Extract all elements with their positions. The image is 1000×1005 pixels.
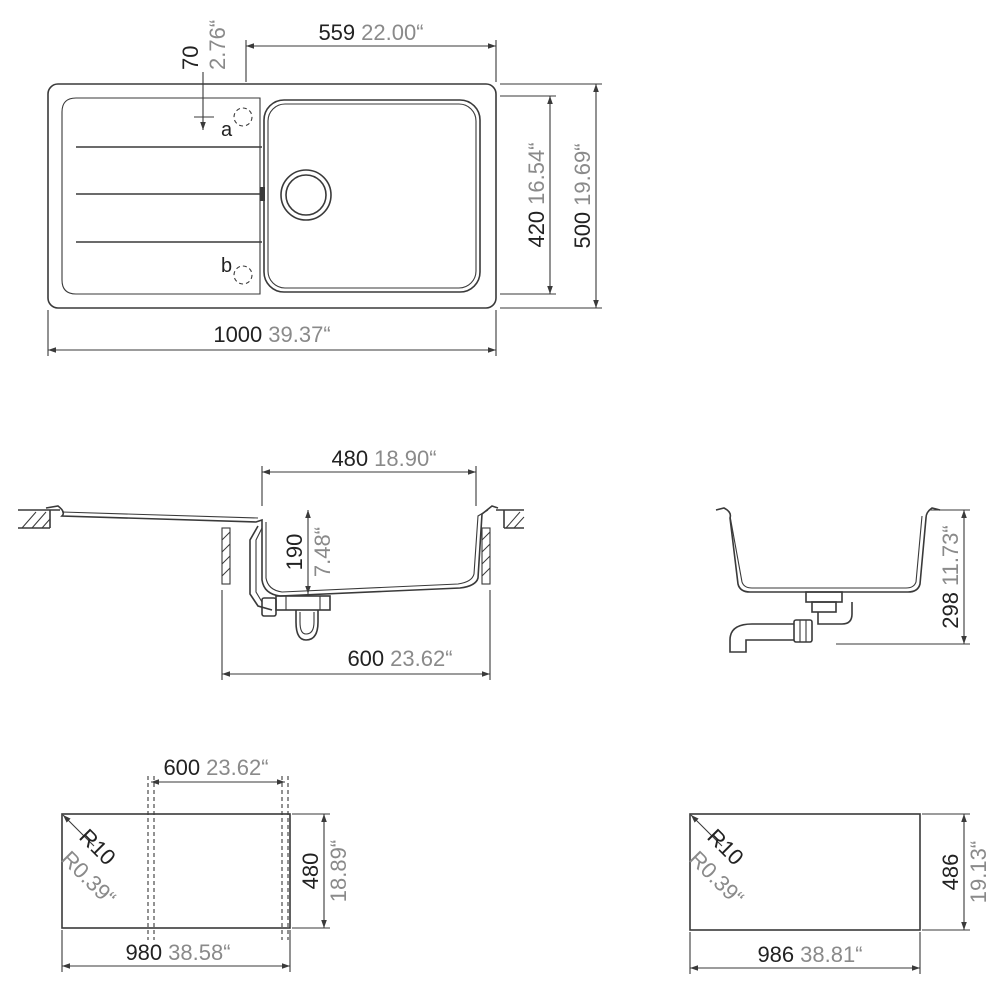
bowl-inner: [267, 103, 477, 289]
bowl-outline: [263, 99, 481, 293]
end-view-trap: [729, 591, 853, 653]
end-view: 29811.73“: [715, 507, 970, 653]
drain-outer: [280, 169, 332, 221]
overall-depth-dimension: 50019.69“: [570, 143, 595, 248]
cutout-inset-height-dimension: 480: [298, 853, 323, 890]
worktop-right: [496, 509, 525, 529]
sink-profile: [45, 505, 499, 597]
sink-profile-inner: [61, 509, 489, 593]
drainer-grooves: [76, 146, 262, 243]
cutout-flush-height-dimension-inch: 19.13“: [966, 841, 991, 903]
cutout-flush-outline: [689, 813, 921, 931]
installed-depth-dimension: 29811.73“: [938, 525, 963, 628]
cutout-flush-height-dimension: 486: [938, 854, 963, 891]
worktop-left: [18, 509, 60, 529]
waste-trap: [249, 525, 331, 641]
bowl-section: [715, 507, 941, 593]
tap-offset-dimension-inch: 2.76“: [205, 20, 230, 70]
sink-outline: [47, 83, 497, 309]
drain-inner: [285, 174, 327, 216]
bowl-height-dimension: 190: [282, 534, 307, 571]
bowl-depth-dimension: 42016.54“: [524, 142, 549, 247]
tap-offset-dimension: 70: [178, 46, 203, 70]
tap-hole-b: [233, 265, 253, 285]
overflow-slot: [260, 187, 265, 201]
tap-hole-b-label: b: [221, 255, 232, 277]
tap-hole-a-label: a: [221, 119, 233, 141]
bowl-height-dimension-inch: 7.48“: [310, 527, 335, 577]
drainer-outline: [61, 97, 261, 295]
cabinet-panel-right: [481, 527, 491, 585]
cabinet-panel-left: [221, 527, 231, 585]
cutout-inset-height-dimension-inch: 18.89“: [326, 840, 351, 902]
cutout-inset-outline: [61, 813, 291, 929]
tap-hole-a: [233, 107, 253, 127]
